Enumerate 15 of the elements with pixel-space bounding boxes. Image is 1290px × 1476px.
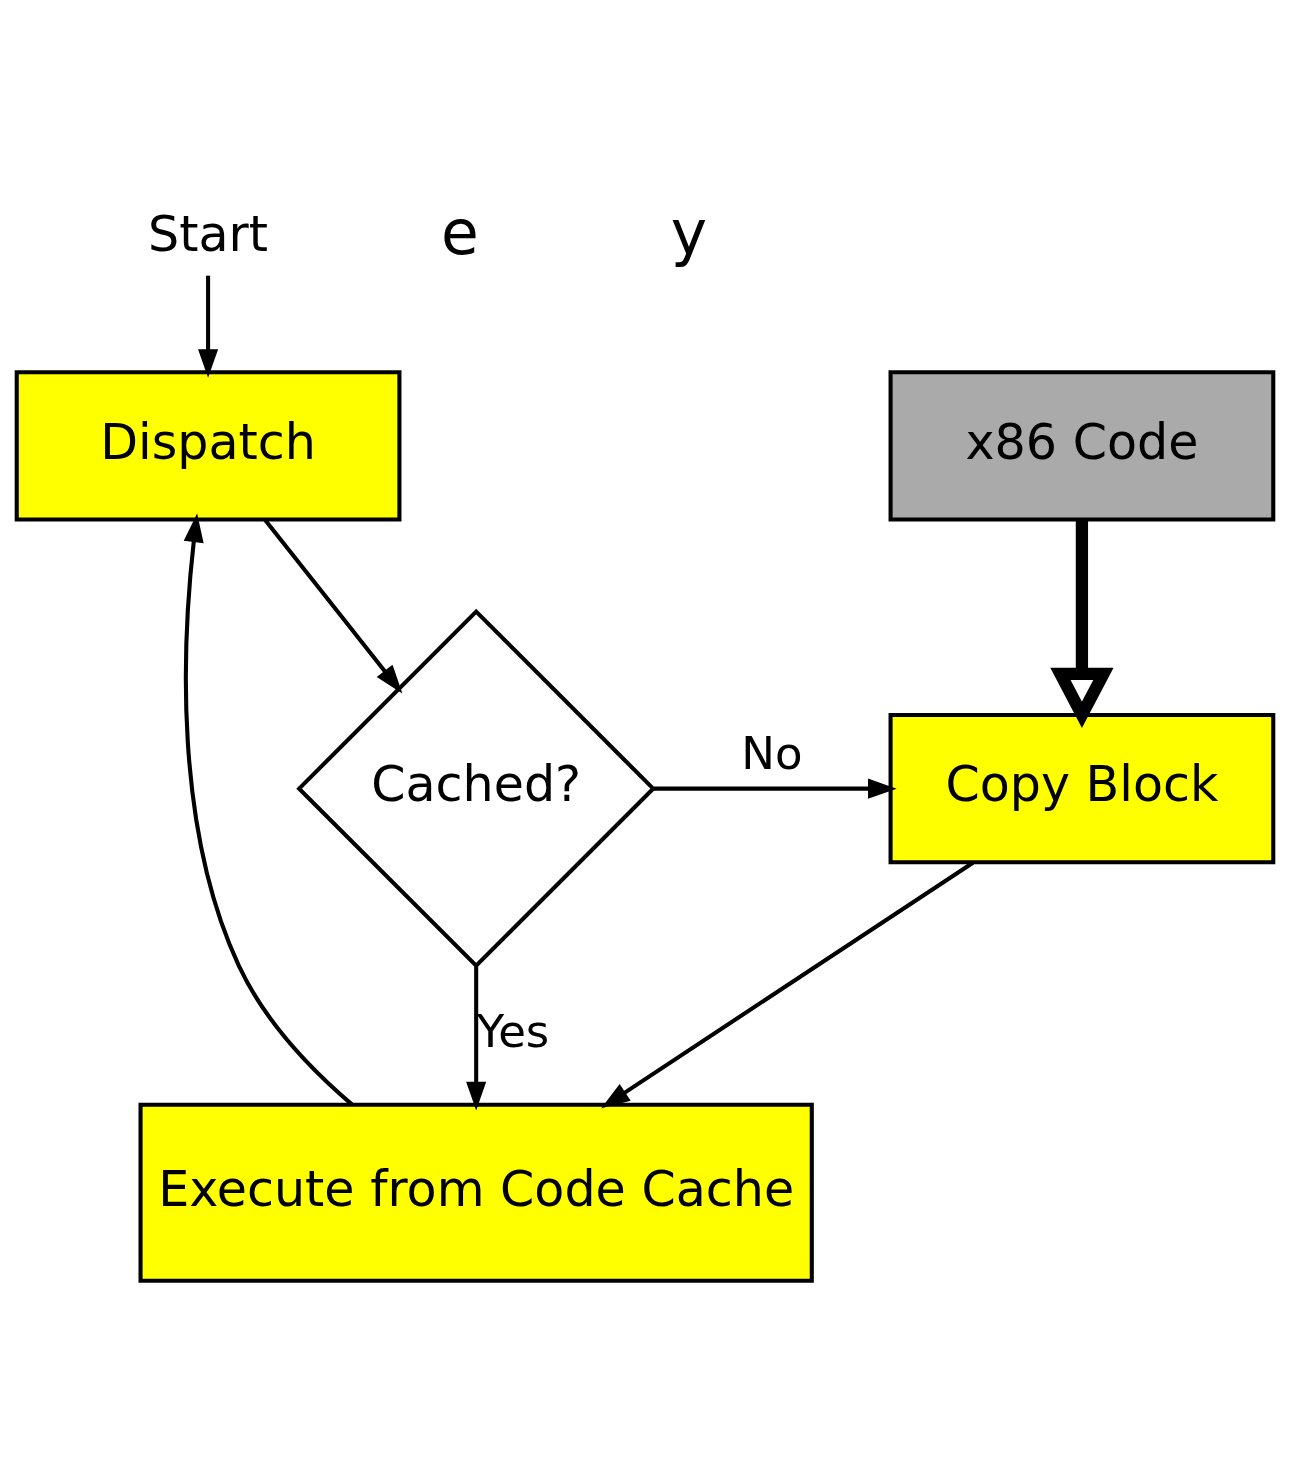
arrow bbox=[198, 275, 219, 378]
label: y bbox=[670, 195, 708, 267]
arrow bbox=[653, 778, 897, 799]
node-diamond: Cached? bbox=[296, 608, 657, 969]
edge-label: Yes bbox=[476, 1004, 550, 1058]
label: e bbox=[440, 195, 479, 267]
node-box: Copy Block bbox=[888, 712, 1276, 864]
node-text: Start bbox=[148, 204, 269, 263]
arrow bbox=[183, 513, 354, 1106]
node-box: Dispatch bbox=[14, 369, 402, 522]
node-box: x86 Code bbox=[888, 369, 1276, 522]
node-box: Execute from Code Cache bbox=[138, 1102, 814, 1283]
arrow bbox=[1050, 519, 1114, 728]
edge-label: No bbox=[741, 726, 803, 780]
arrow bbox=[466, 965, 487, 1110]
